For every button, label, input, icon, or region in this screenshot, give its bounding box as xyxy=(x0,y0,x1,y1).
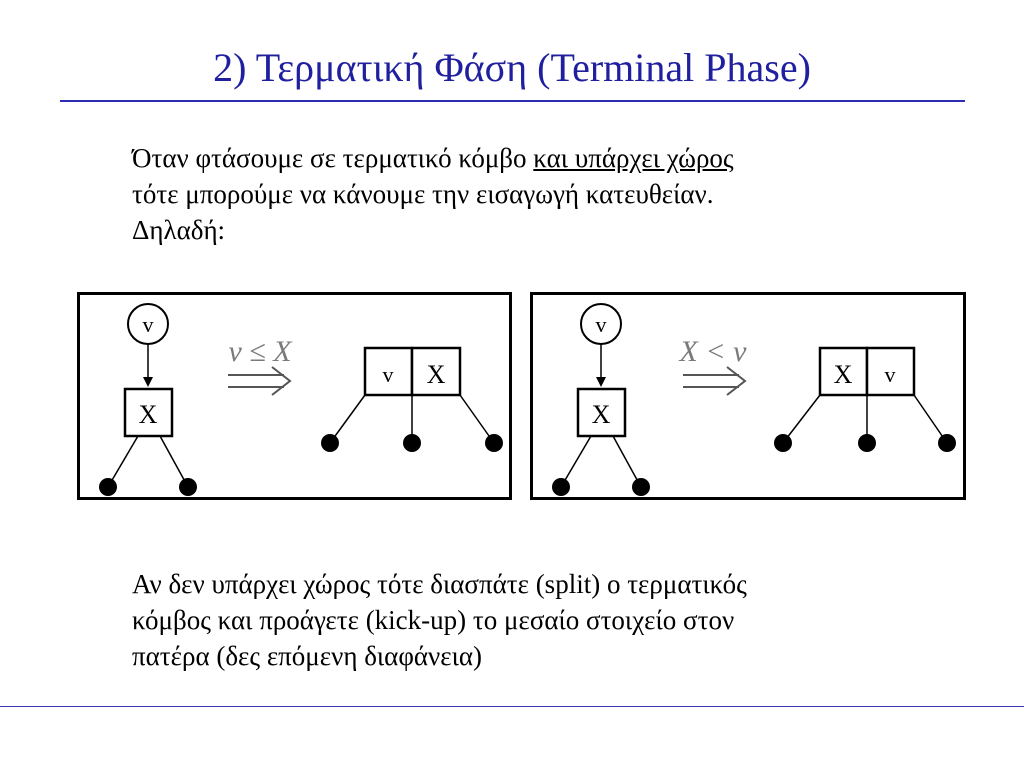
result-child-dot-middle xyxy=(858,434,876,452)
title-underline xyxy=(60,100,965,102)
result-node-key-right: X xyxy=(427,360,446,389)
intro-line-1: Όταν φτάσουμε σε τερματικό κόμβο και υπά… xyxy=(132,140,952,176)
intro-line-3: Δηλαδή: xyxy=(132,215,226,245)
new-key-label: v xyxy=(596,312,607,337)
leaf-edge-left xyxy=(560,435,592,488)
leaf-edge-right xyxy=(159,435,189,488)
leaf-node-box xyxy=(123,387,174,438)
new-key-label: v xyxy=(143,312,154,337)
footer-rule xyxy=(0,706,1024,707)
result-edge-left xyxy=(329,394,366,444)
diagram-panel-right: v X X < v X v xyxy=(530,292,966,500)
implies-arrow-head xyxy=(271,366,292,396)
leaf-node-key: X xyxy=(592,400,611,429)
leaf-child-dot-right xyxy=(179,478,197,496)
diagram-left-svg: v X v ≤ X v X xyxy=(99,303,503,496)
result-node-key-left: v xyxy=(383,362,394,387)
outro-line-3: πατέρα (δες επόμενη διαφάνεια) xyxy=(132,641,482,671)
leaf-child-dot-left xyxy=(552,478,570,496)
slide-title: 2) Τερματική Φάση (Terminal Phase) xyxy=(213,45,811,90)
result-edge-right xyxy=(459,394,495,444)
result-edge-left xyxy=(782,394,821,444)
diagram-right-svg: v X X < v X v xyxy=(552,303,956,496)
result-node-cell-right xyxy=(410,346,462,397)
result-child-dot-left xyxy=(321,434,339,452)
leaf-child-dot-right xyxy=(632,478,650,496)
intro-line-2: τότε μπορούμε να κάνουμε την εισαγωγή κα… xyxy=(132,179,714,209)
result-edge-right xyxy=(913,394,948,444)
result-child-dot-left xyxy=(774,434,792,452)
insert-condition: X < v xyxy=(679,335,748,368)
leaf-edge-left xyxy=(107,435,139,488)
leaf-edge-right xyxy=(612,435,642,488)
result-node-cell-left xyxy=(363,346,414,397)
outro-line-1: Αν δεν υπάρχει χώρος τότε διασπάτε (spli… xyxy=(132,569,747,599)
diagram-panel-left: v X v ≤ X v X xyxy=(77,292,512,500)
intro-paragraph: Όταν φτάσουμε σε τερματικό κόμβο και υπά… xyxy=(132,140,952,248)
result-child-dot-right xyxy=(485,434,503,452)
insert-arrow-head xyxy=(596,377,606,387)
result-node-key-right: v xyxy=(885,362,896,387)
intro-line-1-text: Όταν φτάσουμε σε τερματικό κόμβο xyxy=(132,143,534,173)
leaf-node-key: X xyxy=(139,400,158,429)
insert-arrow-head xyxy=(143,377,153,387)
result-child-dot-middle xyxy=(403,434,421,452)
outro-line-2: κόμβος και προάγετε (kick-up) το μεσαίο … xyxy=(132,605,735,635)
leaf-node-box xyxy=(576,387,627,438)
insert-condition: v ≤ X xyxy=(228,335,293,368)
result-node-cell-right xyxy=(865,346,916,397)
intro-underlined-phrase: και υπάρχει χώρος xyxy=(533,143,734,173)
leaf-child-dot-left xyxy=(99,478,117,496)
outro-paragraph: Αν δεν υπάρχει χώρος τότε διασπάτε (spli… xyxy=(132,566,952,674)
implies-arrow-head xyxy=(726,366,747,396)
result-node-cell-left xyxy=(818,346,869,397)
result-child-dot-right xyxy=(938,434,956,452)
result-node-key-left: X xyxy=(834,360,853,389)
